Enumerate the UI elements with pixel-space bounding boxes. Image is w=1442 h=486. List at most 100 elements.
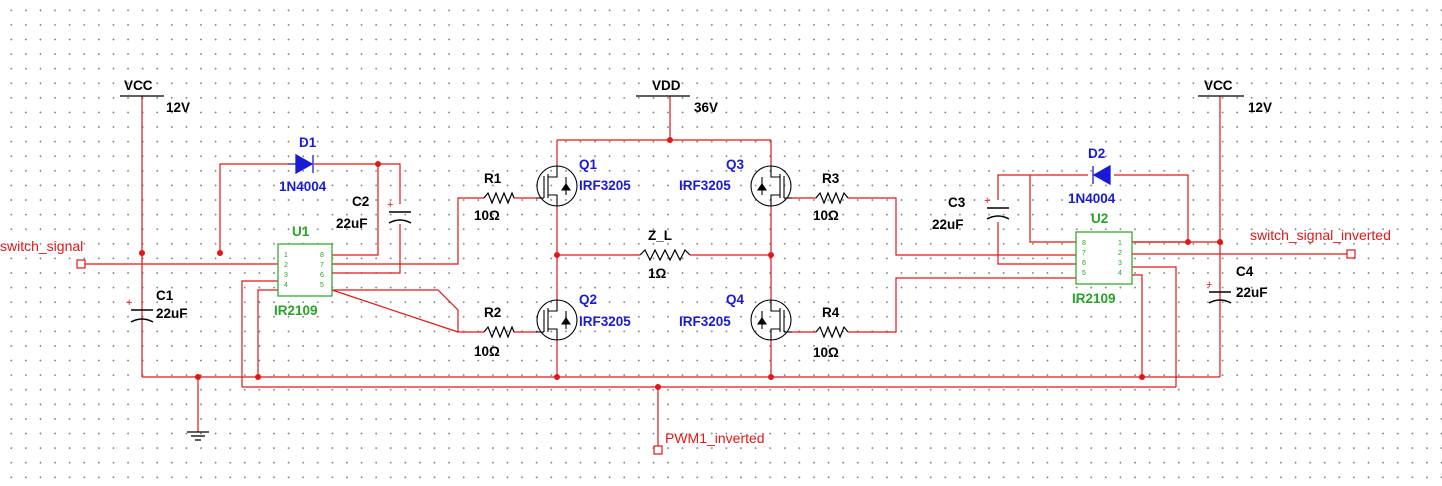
resistor-r3[interactable] <box>815 191 849 205</box>
c3-value: 22uF <box>932 217 964 232</box>
diode-d2[interactable] <box>1092 164 1111 186</box>
resistors <box>483 191 849 339</box>
u2-pin-left-8: 8 <box>1082 240 1086 247</box>
q3-part: IRF3205 <box>679 178 731 193</box>
c2-bottom-wire <box>332 224 401 274</box>
u1-pin8-wire <box>332 164 379 256</box>
junction-dot <box>1185 239 1191 245</box>
junction-dot <box>139 250 145 256</box>
u2-ref: U2 <box>1091 211 1108 226</box>
c4-ref: C4 <box>1236 264 1254 279</box>
u1-pin5-wire <box>331 289 459 333</box>
r2-value: 10Ω <box>474 344 500 359</box>
zl-ref: Z_L <box>648 228 672 243</box>
capacitor-c1[interactable] <box>130 309 154 323</box>
u2-com-wire <box>1132 274 1143 377</box>
ic-u1[interactable]: 1 2 3 4 8 7 6 5 <box>277 243 333 297</box>
resistor-r1[interactable] <box>483 191 515 205</box>
u2-pin-right-2: 2 <box>1118 250 1122 257</box>
ic-u2[interactable]: 8 7 6 5 1 2 3 4 <box>1075 231 1133 285</box>
u1-lo-wire <box>332 289 484 333</box>
pwm-inverted-label: PWM1_inverted <box>665 430 765 446</box>
u1-pin-right-5: 5 <box>320 282 324 289</box>
u1-pin-right-8: 8 <box>320 252 324 259</box>
u2-pin-left-7: 7 <box>1082 250 1086 257</box>
d1-part: 1N4004 <box>279 179 327 194</box>
c4-value: 22uF <box>1236 285 1268 300</box>
u2-pin-left-6: 6 <box>1082 260 1086 267</box>
r4-ref: R4 <box>822 305 840 320</box>
q1-part: IRF3205 <box>579 178 631 193</box>
c3-top-wire <box>997 174 1088 200</box>
mosfet-q4-arrow <box>756 317 768 325</box>
q2-ref: Q2 <box>579 292 597 307</box>
mosfet-q1-drain-source <box>548 166 558 178</box>
q4-ref: Q4 <box>726 292 745 307</box>
capacitor-c4[interactable] <box>1208 291 1232 304</box>
c1-value: 22uF <box>156 306 188 321</box>
mosfet-q3-arrow <box>756 183 768 191</box>
capacitor-c4-plate <box>1208 299 1232 304</box>
resistor-r4[interactable] <box>815 325 849 339</box>
switch-signal-inverted-label: switch_signal_inverted <box>1250 227 1391 243</box>
switch-signal-label: switch_signal <box>0 238 83 254</box>
power-symbols <box>120 95 1244 441</box>
u1-pin-left-2: 2 <box>284 262 288 269</box>
vcc-right-value: 12V <box>1248 100 1272 115</box>
r3-ref: R3 <box>822 171 840 186</box>
capacitor-c4-polarity: + <box>1206 279 1212 291</box>
junctions <box>139 137 1223 390</box>
c2-value: 22uF <box>336 216 368 231</box>
mosfet-q2-arrow <box>560 317 572 325</box>
wires <box>84 96 1350 448</box>
diode-d1-body <box>295 153 314 175</box>
net-ports <box>76 249 1356 455</box>
junction-dot <box>655 384 661 390</box>
u2-pin-left-5: 5 <box>1082 270 1086 277</box>
d2-ref: D2 <box>1088 146 1105 161</box>
u2-part: IR2109 <box>1072 291 1116 306</box>
u1-pin-right-6: 6 <box>320 272 324 279</box>
capacitor-c1-plate <box>130 318 154 323</box>
mosfet-q1[interactable] <box>536 165 578 207</box>
q3-ref: Q3 <box>726 157 745 172</box>
mosfet-q2-drain-source <box>548 300 558 312</box>
junction-dot <box>1217 239 1223 245</box>
q2-part: IRF3205 <box>579 314 631 329</box>
u1-pin-return <box>257 289 278 377</box>
capacitor-c3[interactable] <box>986 207 1010 220</box>
d2-part: 1N4004 <box>1068 191 1116 206</box>
r2-ref: R2 <box>484 305 501 320</box>
vcc-left-name: VCC <box>124 78 153 93</box>
junction-dot <box>375 161 381 167</box>
capacitor-c2[interactable] <box>388 211 412 224</box>
pwm-inverted-port[interactable] <box>653 445 663 455</box>
junction-dot <box>768 374 774 380</box>
ic-u2-body <box>1075 231 1133 285</box>
resistor-r2[interactable] <box>483 325 515 339</box>
u1-pin-right-7: 7 <box>320 262 324 269</box>
mosfet-q3[interactable] <box>750 165 792 207</box>
mosfet-q4-drain-source <box>770 328 780 340</box>
junction-dot <box>195 374 201 380</box>
junction-dot <box>217 250 223 256</box>
diode-d1[interactable] <box>288 153 314 175</box>
mosfet-q2[interactable] <box>536 299 578 341</box>
r4-value: 10Ω <box>813 345 839 360</box>
c3-bottom-wire <box>997 222 1076 265</box>
u1-part: IR2109 <box>274 303 318 318</box>
junction-dot <box>1139 374 1145 380</box>
mosfet-q4[interactable] <box>750 299 792 341</box>
switch-signal-inverted-port[interactable] <box>1346 249 1356 259</box>
mosfet-q4-drain-source <box>770 300 780 312</box>
pwm-bus-right-up <box>1132 266 1177 387</box>
mosfet-q1-drain-source <box>548 194 558 206</box>
q1-ref: Q1 <box>579 157 598 172</box>
capacitor-c1-polarity: + <box>126 297 132 309</box>
u1-pin-left-4: 4 <box>284 282 288 289</box>
r3-u2-wire <box>848 197 1076 256</box>
switch-signal-port[interactable] <box>76 259 86 269</box>
resistor-zl[interactable] <box>639 248 691 262</box>
mosfet-q3-drain-source <box>770 194 780 206</box>
mosfet-q1-arrow <box>560 183 572 191</box>
